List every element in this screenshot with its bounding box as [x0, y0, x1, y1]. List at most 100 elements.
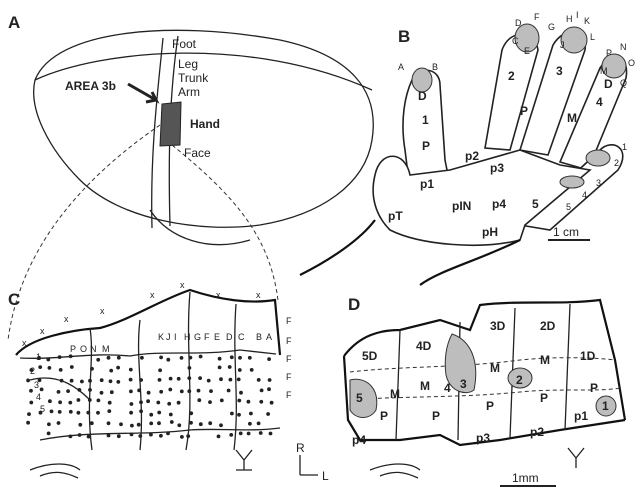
scale-label-d: 1mm: [512, 471, 539, 485]
electrode-point: [60, 379, 64, 383]
rf-letter-g: G: [548, 22, 555, 32]
electrode-point: [169, 377, 173, 381]
svg-text:x: x: [256, 290, 261, 300]
electrode-point: [230, 412, 234, 416]
electrode-point: [250, 368, 254, 372]
electrode-point: [46, 358, 50, 362]
svg-text:2: 2: [30, 366, 35, 376]
d-region-1d: 1D: [580, 349, 596, 363]
rf-letter-a: A: [398, 62, 404, 72]
electrode-point: [48, 366, 52, 370]
electrode-point: [239, 432, 243, 436]
svg-text:H: H: [184, 332, 191, 342]
svg-text:F: F: [286, 390, 292, 400]
svg-text:A: A: [266, 332, 272, 342]
electrode-point: [80, 380, 84, 384]
electrode-point: [229, 378, 233, 382]
svg-text:J: J: [166, 332, 171, 342]
rf-number-2: 2: [614, 158, 619, 168]
electrode-point: [147, 391, 151, 395]
rf-number-1: 1: [622, 142, 627, 152]
svg-text:O: O: [80, 344, 87, 354]
region-thumb-d: D: [418, 89, 427, 103]
d-digit-4: 4: [444, 381, 451, 395]
electrode-point: [149, 413, 153, 417]
electrode-point: [269, 432, 273, 436]
electrode-point: [177, 377, 181, 381]
rf-letter-m: M: [600, 66, 608, 76]
d-region-p1: P: [380, 409, 388, 423]
electrode-point: [248, 356, 252, 360]
hand-area: [160, 102, 181, 146]
electrode-point: [88, 388, 92, 392]
electrode-point: [227, 389, 231, 393]
electrode-point: [129, 390, 133, 394]
electrode-point: [129, 368, 133, 372]
svg-text:x: x: [40, 326, 45, 336]
electrode-point: [189, 421, 193, 425]
d-region-2d: 2D: [540, 319, 556, 333]
rf-letter-p: P: [606, 48, 612, 58]
electrode-point: [177, 423, 181, 427]
electrode-point: [88, 379, 92, 383]
electrode-point: [69, 410, 73, 414]
electrode-point: [239, 391, 243, 395]
electrode-point: [69, 354, 73, 358]
region-thumb-p: P: [422, 139, 430, 153]
electrode-point: [27, 412, 31, 416]
electrode-point: [90, 367, 94, 371]
electrode-point: [48, 399, 52, 403]
electrode-point: [180, 356, 184, 360]
svg-text:F: F: [286, 354, 292, 364]
label-foot: Foot: [172, 37, 197, 51]
electrode-point: [217, 435, 221, 439]
region-p4: p4: [492, 197, 506, 211]
electrode-point: [168, 388, 172, 392]
rf-letter-k: K: [584, 16, 590, 26]
electrode-point: [158, 368, 162, 372]
electrode-point: [26, 379, 30, 383]
svg-text:x: x: [22, 338, 27, 348]
label-arm: Arm: [178, 85, 200, 99]
label-face: Face: [184, 146, 211, 160]
electrode-point: [139, 378, 143, 382]
electrode-point: [157, 421, 161, 425]
electrode-point: [57, 390, 61, 394]
electrode-point: [130, 402, 134, 406]
electrode-point: [167, 402, 171, 406]
electrode-point: [169, 413, 173, 417]
electrode-point: [247, 432, 251, 436]
rf-letter-i: I: [576, 10, 579, 20]
electrode-point: [70, 365, 74, 369]
svg-text:F: F: [204, 332, 210, 342]
svg-text:F: F: [286, 336, 292, 346]
electrode-point: [228, 365, 232, 369]
electrode-point: [59, 368, 63, 372]
electrode-point: [29, 389, 33, 393]
region-p3: p3: [490, 161, 504, 175]
electrode-point: [267, 357, 271, 361]
electrode-point: [186, 434, 190, 438]
d-digit-1: 1: [602, 399, 609, 413]
electrode-point: [77, 398, 81, 402]
label-trunk: Trunk: [178, 71, 209, 85]
region-p1: p1: [420, 177, 434, 191]
rf-letter-l: L: [590, 32, 595, 42]
electrode-point: [116, 366, 120, 370]
region-pt: pT: [388, 209, 403, 223]
region-little-5: 5: [532, 197, 539, 211]
electrode-point: [58, 410, 62, 414]
rf-number-4: 4: [582, 190, 587, 200]
svg-text:5: 5: [40, 404, 45, 414]
svg-text:M: M: [102, 344, 110, 354]
region-middle-m: M: [567, 111, 577, 125]
map-d-borders: [344, 300, 625, 445]
svg-text:E: E: [214, 332, 220, 342]
electrode-point: [268, 378, 272, 382]
svg-text:B: B: [256, 332, 262, 342]
electrode-point: [137, 423, 141, 427]
svg-text:x: x: [150, 290, 155, 300]
label-hand: Hand: [190, 117, 220, 131]
d-region-p2: P: [432, 409, 440, 423]
